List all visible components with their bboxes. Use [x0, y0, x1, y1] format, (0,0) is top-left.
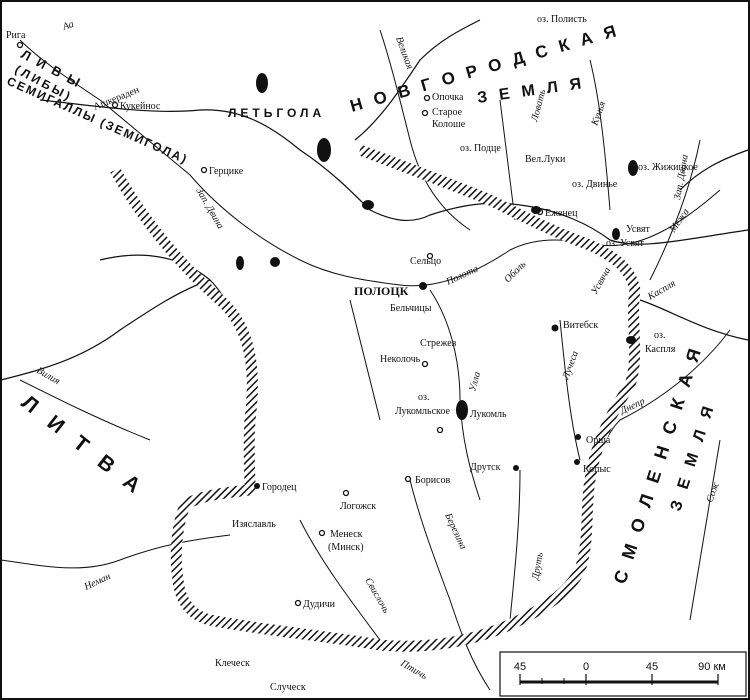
town-nekoloch: Неколочь	[380, 354, 421, 365]
region-semigally: СЕМИГАЛЛЫ (ЗЕМИГОЛА)	[5, 74, 191, 167]
town-minsk-2: (Минск)	[328, 542, 364, 553]
lake-kaspla-prefix: оз.	[654, 330, 665, 341]
town-belchitsy: Бельчицы	[390, 303, 432, 314]
lake-polist: оз. Полисть	[537, 14, 587, 25]
town-orsha: Орша	[586, 435, 611, 446]
river-mezha: Межа	[667, 207, 692, 236]
river-drut: Друть	[530, 551, 546, 581]
town-logozhsk: Логожск	[340, 501, 376, 512]
river-neman: Неман	[82, 571, 113, 593]
lakes	[236, 73, 638, 420]
river-velikaya: Великая	[393, 35, 415, 71]
town-kopys: Копыс	[583, 464, 611, 475]
town-polotsk: ПОЛОЦК	[354, 284, 409, 298]
lake-labels: оз. Полисть оз. Подце оз. Двинье оз. Жиж…	[395, 14, 698, 417]
city-markers	[254, 282, 581, 489]
scale-label: 45	[646, 661, 658, 673]
town-minsk-1: Менеск	[330, 529, 363, 540]
river-svisloch: Свислочь	[362, 576, 391, 616]
lake-dviniye: оз. Двинье	[572, 179, 618, 190]
town-seltso: Сельцо	[410, 256, 441, 267]
town-lukoml: Лукомль	[470, 409, 507, 420]
town-kukenois: Кукейнос	[120, 101, 161, 112]
scale-label: 45	[514, 661, 526, 673]
town-staroe-2: Колоше	[432, 119, 466, 130]
river-berezina: Березина	[442, 511, 469, 551]
town-strezhev: Стрежев	[420, 338, 457, 349]
river-aa: Аа	[60, 19, 75, 33]
town-riga: Рига	[6, 30, 26, 41]
town-drutsk: Друтск	[470, 462, 501, 473]
lake-zhizhitskoe: оз. Жижицкое	[638, 162, 698, 173]
river-viliya: Вилия	[35, 365, 63, 387]
principality-border	[110, 144, 641, 652]
scale-bar: 45 0 45 90 км	[499, 651, 747, 697]
town-staroe-1: Старое	[432, 107, 463, 118]
river-kunya: Кунья	[589, 100, 608, 128]
town-dudichi: Дудичи	[303, 599, 336, 610]
town-vel-luki: Вел.Луки	[525, 154, 566, 165]
river-zap-dvina-2: Зап. Двина	[672, 154, 691, 201]
river-kaspla: Каспля	[645, 278, 678, 303]
river-ptich: Птичь	[398, 658, 430, 683]
scale-ticks: 45 0 45 90 км	[514, 661, 726, 685]
town-markers	[16, 41, 544, 607]
lake-podtse: оз. Подце	[460, 143, 501, 154]
town-vitebsk: Витебск	[563, 320, 598, 331]
town-usvyat: Усвят	[626, 224, 651, 235]
town-slutsk: Случеск	[270, 682, 306, 693]
river-ulla: Улла	[467, 371, 483, 393]
scale-label: 90 км	[698, 661, 726, 673]
town-gertsike: Герцике	[209, 166, 244, 177]
town-borisov: Борисов	[415, 475, 451, 486]
town-opochka: Опочка	[432, 92, 464, 103]
river-sozh: Сож	[704, 480, 722, 504]
scale-box	[499, 651, 747, 697]
region-litva: ЛИТВА	[17, 391, 159, 509]
river-obol: Оболь	[502, 259, 528, 285]
lake-lukomlskoe-prefix: оз.	[418, 392, 429, 403]
scale-label: 0	[583, 661, 589, 673]
lake-lukomlskoe-name: Лукомльское	[395, 406, 450, 417]
town-ezhenets: Еженец	[545, 208, 578, 219]
town-izyaslavl: Изяславль	[232, 519, 276, 530]
lake-usvyat: оз. Усвят	[606, 238, 644, 249]
river-usvyacha: Усвяча	[589, 266, 613, 297]
lake-kaspla-name: Каспля	[645, 344, 676, 355]
region-letgola: ЛЕТЬГОЛА	[228, 106, 325, 120]
river-zap-dvina-1: Зап. Двина	[193, 186, 225, 231]
town-klechesk: Клеческ	[215, 658, 250, 669]
river-polota: Полота	[444, 263, 480, 288]
town-gorodets: Городец	[262, 482, 297, 493]
